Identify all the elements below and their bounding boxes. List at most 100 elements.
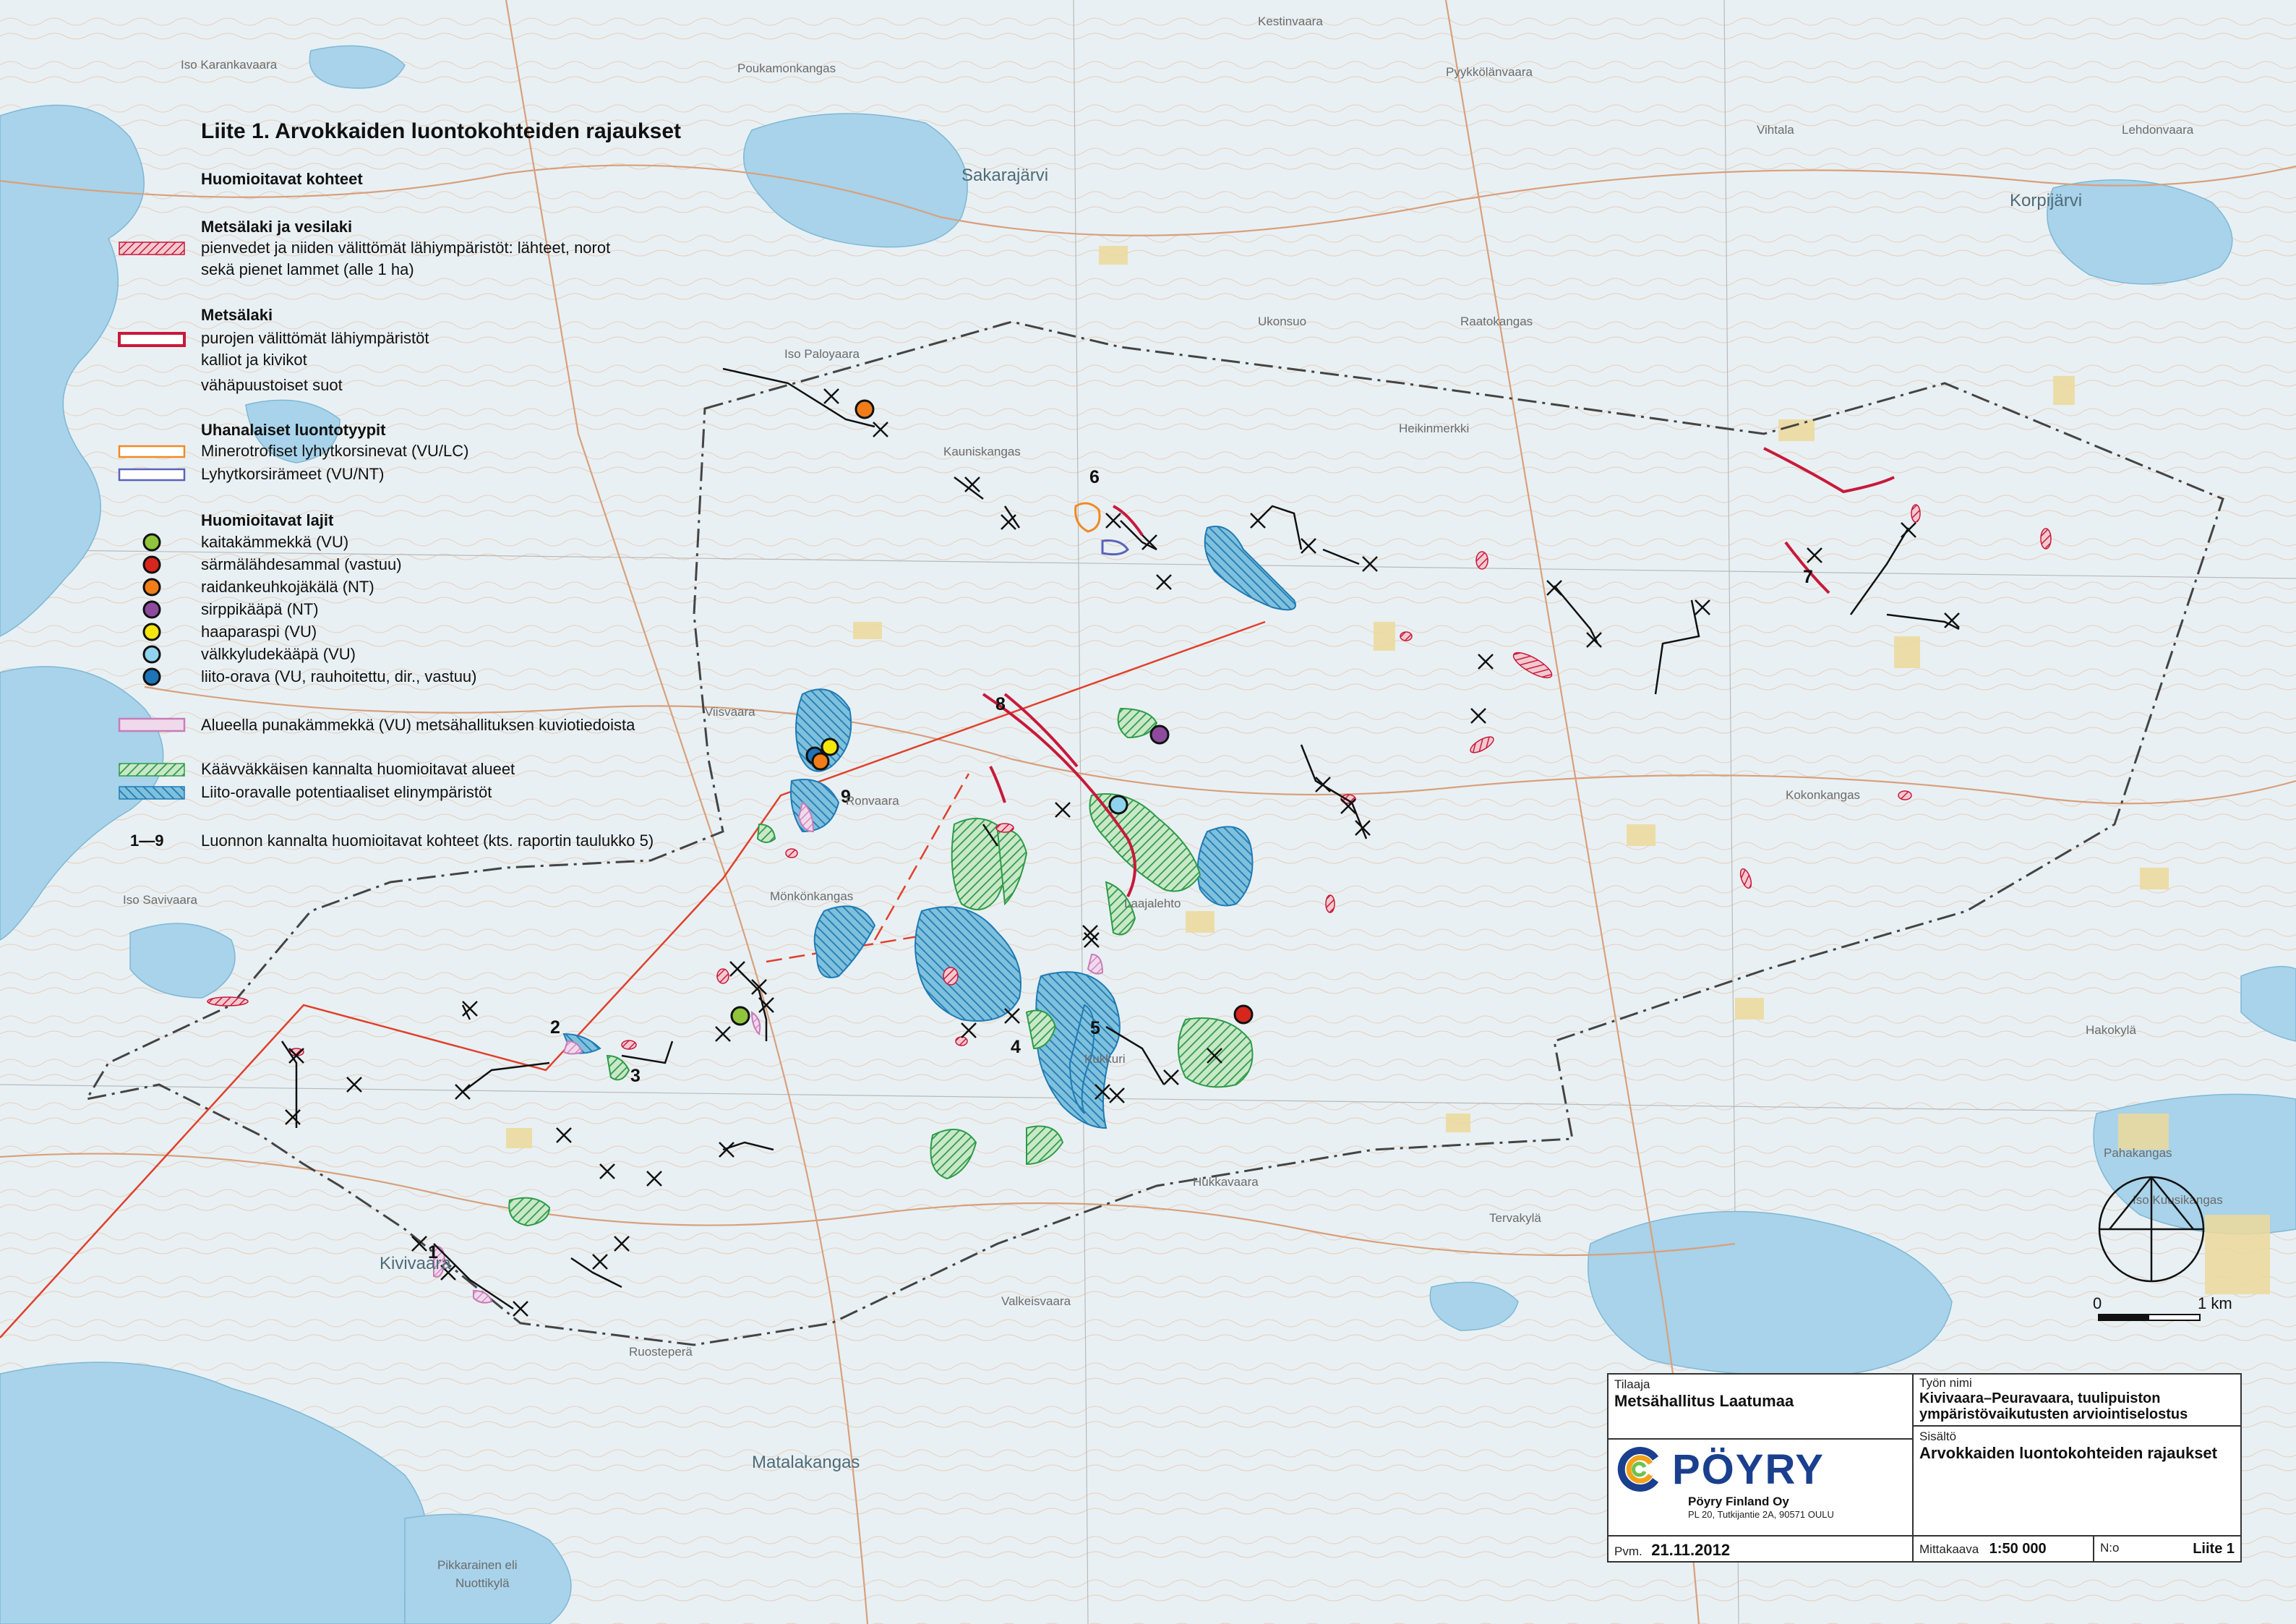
legend-group-2-line-1: purojen välittömät lähiympäristöt [201, 329, 429, 347]
content-label: Sisältö [1919, 1429, 1957, 1443]
survey-x-mark [751, 979, 767, 995]
legend-species-label-7: liito-orava (VU, rauhoitettu, dir., vast… [201, 667, 477, 685]
legend-species-list: kaitakämmekkä (VU) särmälähdesammal (vast… [142, 533, 477, 686]
orchid-areas [433, 801, 1104, 1304]
legend-extra-2: Käävväkkäisen kannalta huomioitavat alue… [201, 760, 515, 778]
content-name: Arvokkaiden luontokohteiden rajaukset [1919, 1444, 2217, 1462]
scale-end: 1 km [2198, 1294, 2232, 1312]
legend-species-label-1: kaitakämmekkä (VU) [201, 533, 348, 551]
place-hukkavaara: Hukkavaara [1193, 1175, 1259, 1189]
place-pahakangas: Pahakangas [2104, 1146, 2172, 1160]
legend-species-label-3: raidankeuhkojäkälä (NT) [201, 578, 374, 596]
scale-value: 1:50 000 [1989, 1541, 2047, 1557]
place-aonvaara: Ronvaara [846, 794, 899, 808]
site-number-9: 9 [841, 787, 851, 807]
legend-swatch-fen [118, 445, 186, 458]
place-iso-karankavaara: Iso Karankavaara [181, 58, 278, 72]
place-kokonkangas: Kokonkangas [1786, 788, 1860, 802]
legend-group-1-heading: Metsälaki ja vesilaki [201, 218, 352, 236]
site-numbers: 1 2 3 4 5 6 7 8 9 [428, 467, 1813, 1262]
place-iso-savivaara: Iso Savivaara [123, 893, 198, 907]
legend-species-dot-7 [142, 667, 161, 686]
survey-x-mark [1340, 798, 1356, 814]
survey-x-mark [346, 1077, 362, 1093]
place-vihtala: Vihtala [1757, 123, 1794, 137]
survey-x-mark [1695, 599, 1710, 615]
forest-act-areas [982, 447, 1895, 897]
place-hakokyla: Hakokylä [2086, 1023, 2136, 1037]
survey-x-mark [1546, 580, 1562, 596]
orchid-point [730, 1006, 750, 1026]
number-label: N:o [2100, 1541, 2120, 1555]
legend-numbers-text: Luonnon kannalta huomioitavat kohteet (k… [201, 832, 654, 850]
survey-x-mark [1156, 574, 1172, 590]
client-cell: Tilaaja Metsähallitus Laatumaa [1609, 1375, 1914, 1440]
work-cell: Työn nimi Kivivaara–Peuravaara, tuulipui… [1914, 1375, 2240, 1427]
survey-x-mark [556, 1127, 572, 1143]
lichen-point-2 [811, 752, 830, 771]
survey-x-mark [1109, 1087, 1125, 1103]
legend-species-label-2: särmälähdesammal (vastuu) [201, 555, 402, 573]
survey-x-mark [1250, 513, 1266, 529]
date-value: 21.11.2012 [1651, 1541, 1731, 1559]
place-poulakamonkangas: Poukamonkangas [737, 61, 836, 75]
survey-x-mark [1478, 654, 1494, 670]
place-kivivaara: Kivivaara [380, 1254, 451, 1273]
survey-x-mark [455, 1084, 471, 1100]
shining-polypore-point [1108, 795, 1128, 815]
sickle-polypore-point [1149, 725, 1170, 745]
legend-group-2-line-3: vähäpuustoiset suot [201, 376, 343, 394]
survey-x-mark [1084, 932, 1100, 948]
legend-group-3-heading: Uhanalaiset luontotyypit [201, 421, 386, 439]
place-kestinvaara: Kestinvaara [1258, 14, 1323, 28]
survey-x-mark [729, 961, 745, 977]
legend-group-1-line-1: pienvedet ja niiden välittömät lähiympär… [201, 239, 610, 257]
survey-x-mark [614, 1236, 630, 1252]
survey-x-mark [1362, 556, 1378, 572]
survey-x-mark [288, 1048, 304, 1064]
number-cell: N:o Liite 1 [2094, 1535, 2240, 1563]
survey-x-mark [513, 1301, 528, 1317]
minerotrophic-fen [1074, 502, 1101, 533]
site-number-7: 7 [1803, 567, 1813, 587]
company-address: PL 20, Tutkijantie 2A, 90571 OULU [1688, 1509, 1834, 1520]
place-kukkuri: Kukkuri [1084, 1052, 1126, 1066]
legend-group-3-line-2: Lyhytkorsirämeet (VU/NT) [201, 465, 384, 483]
place-pyykkolanvaara: Pyykkölänvaara [1446, 65, 1533, 79]
legend: Liite 1. Arvokkaiden luontokohteiden raj… [118, 119, 681, 850]
poyry-logo-text: PÖYRY [1672, 1445, 1825, 1493]
legend-species-label-5: haaparaspi (VU) [201, 623, 317, 641]
scale-bar: 0 1 km [2093, 1294, 2232, 1321]
survey-x-mark [823, 388, 839, 404]
place-heikinmerkki: Heikinmerkki [1399, 422, 1469, 435]
place-korpijarvi: Korpijärvi [2010, 191, 2082, 210]
survey-x-mark [1163, 1069, 1179, 1085]
survey-x-mark [592, 1254, 608, 1270]
place-ruostepera: Ruosteperä [629, 1345, 693, 1359]
survey-x-mark [1095, 1084, 1110, 1100]
place-pikkarainen: Pikkarainen eli [437, 1558, 518, 1572]
survey-x-mark [411, 1236, 427, 1252]
site-number-5: 5 [1090, 1018, 1100, 1038]
company-name: Pöyry Finland Oy [1688, 1495, 1789, 1508]
content-cell: Sisältö Arvokkaiden luontokohteiden raja… [1914, 1427, 2240, 1535]
legend-numbers-key: 1—9 [130, 832, 163, 850]
place-nuottikyla: Nuottikylä [455, 1576, 510, 1590]
site-number-2: 2 [550, 1017, 560, 1038]
legend-species-dot-1 [142, 533, 161, 552]
place-laajalehto: Laajalehto [1124, 897, 1181, 910]
place-matalakangas: Matalakangas [752, 1453, 860, 1472]
survey-x-mark [599, 1163, 615, 1179]
work-name-line-2: ympäristövaikutusten arviointiselostus [1919, 1406, 2188, 1422]
survey-x-mark [1301, 538, 1316, 554]
power-line [0, 620, 1266, 1338]
legend-group-3-line-1: Minerotrofiset lyhytkorsinevat (VU/LC) [201, 442, 468, 460]
place-names: Pyykkölänvaara Lehdonvaara Sakarajärvi K… [123, 14, 2223, 1590]
legend-species-dot-4 [142, 600, 161, 619]
client-name: Metsähallitus Laatumaa [1614, 1392, 1794, 1410]
survey-x-mark [1105, 513, 1121, 529]
aspen-beetle-point [821, 738, 839, 756]
survey-x-mark [961, 1022, 977, 1038]
survey-x-mark [758, 997, 774, 1013]
